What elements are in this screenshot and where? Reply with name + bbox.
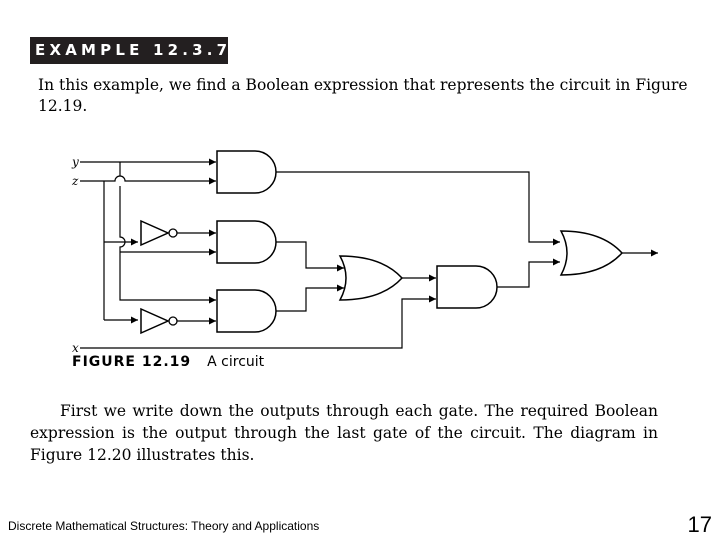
figure-number: FIGURE 12.19 bbox=[72, 354, 192, 370]
wire-and2-to-or1 bbox=[276, 241, 344, 272]
and-gate-4 bbox=[436, 265, 498, 309]
not-gate-2 bbox=[140, 307, 216, 335]
intro-paragraph: In this example, we find a Boolean expre… bbox=[38, 76, 688, 115]
and-gate-2 bbox=[216, 220, 277, 264]
input-label-x: x bbox=[72, 341, 79, 355]
footer-book-title: Discrete Mathematical Structures: Theory… bbox=[8, 519, 320, 533]
input-label-y: y bbox=[71, 155, 79, 169]
figure-caption: FIGURE 12.19 A circuit bbox=[72, 354, 264, 370]
wire-and3-to-or1 bbox=[276, 284, 344, 312]
not-gate-1 bbox=[140, 219, 216, 247]
and-gate-1 bbox=[216, 150, 277, 194]
wire-and1-to-or2 bbox=[276, 171, 560, 246]
or-gate-2 bbox=[559, 230, 624, 276]
input-label-z: z bbox=[71, 174, 79, 188]
or-gate-1 bbox=[338, 255, 404, 301]
body-paragraph: First we write down the outputs through … bbox=[30, 402, 658, 464]
wire-and4-to-or2 bbox=[497, 258, 560, 288]
wire-y-bus bbox=[119, 162, 216, 300]
page-number: 17 bbox=[687, 512, 712, 537]
figure-title: A circuit bbox=[207, 354, 265, 370]
wire-input-z bbox=[80, 175, 216, 185]
wire-input-x bbox=[80, 295, 436, 349]
example-banner: EXAMPLE 12.3.7 bbox=[30, 37, 228, 64]
and-gate-3 bbox=[216, 289, 277, 333]
wire-z-bus bbox=[103, 181, 138, 324]
